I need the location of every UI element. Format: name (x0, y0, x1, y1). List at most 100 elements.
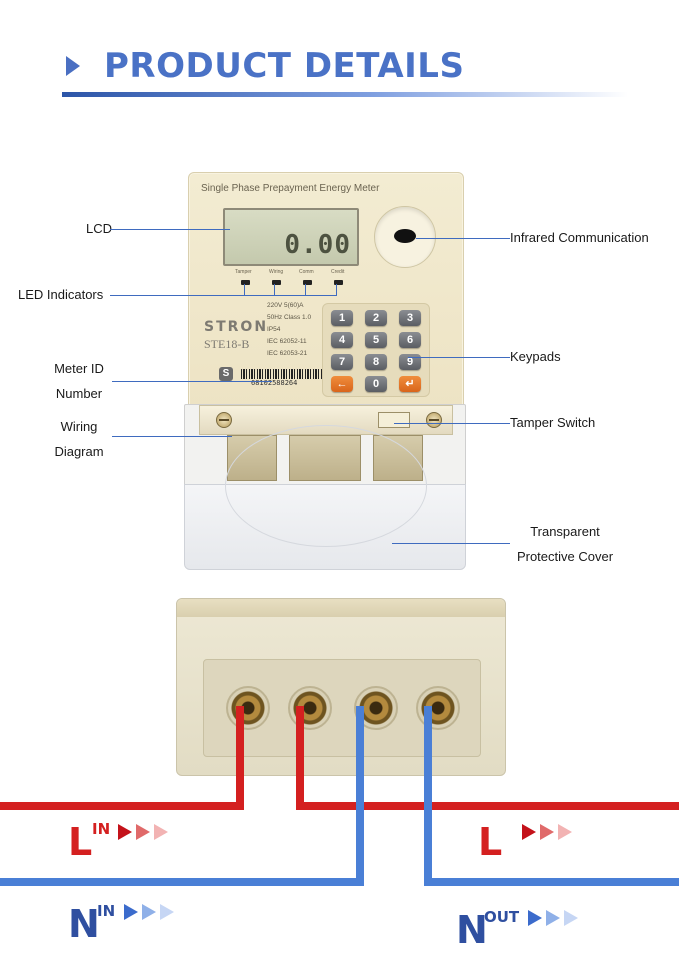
terminal-l-in (226, 686, 270, 730)
arrow-icon (118, 824, 132, 840)
callout-led-indicators: LED Indicators (18, 287, 104, 302)
led-label: Tamper (235, 269, 252, 275)
title-underline (62, 92, 628, 97)
infrared-sensor-icon (394, 229, 416, 243)
cover-arc (225, 425, 427, 547)
model-number: STE18-B (204, 337, 250, 351)
callout-cover-line2: Protective Cover (516, 549, 614, 564)
leader-line (408, 357, 510, 358)
manufacturer-logo: S (219, 367, 233, 381)
spec-block: 220V 5(60)A 50Hz Class 1.0 IP54 IEC 6205… (267, 300, 311, 360)
key-1[interactable]: 1 (331, 310, 353, 326)
arrow-icon (546, 910, 560, 926)
label-l-out: L (478, 820, 503, 864)
title-arrow-icon (66, 56, 80, 76)
key-enter[interactable]: ↵ (399, 376, 421, 392)
lcd-reading: 0.00 (284, 230, 351, 260)
callout-tamper-switch: Tamper Switch (510, 415, 596, 430)
wire-l-in-horizontal (0, 802, 244, 810)
led-label: Comm (299, 269, 314, 275)
key-9[interactable]: 9 (399, 354, 421, 370)
wire-l-out-vertical (296, 706, 304, 810)
led-label: Credit (331, 269, 345, 275)
led-label: Wiring (269, 269, 284, 275)
arrow-icon (142, 904, 156, 920)
arrow-icon (160, 904, 174, 920)
key-2[interactable]: 2 (365, 310, 387, 326)
wire-n-out-horizontal (424, 878, 679, 886)
callout-keypads: Keypads (510, 349, 561, 364)
leader-line (394, 423, 510, 424)
leader-line (110, 295, 336, 296)
callout-cover-line1: Transparent (530, 524, 600, 539)
key-8[interactable]: 8 (365, 354, 387, 370)
keypad: 1 2 3 4 5 6 7 8 9 ← 0 ↵ (322, 303, 430, 397)
lcd-display: 0.00 (223, 208, 359, 266)
terminal-panel (203, 659, 481, 757)
meter-front: Single Phase Prepayment Energy Meter 0.0… (188, 172, 464, 410)
callout-wiring-line1: Wiring (60, 419, 98, 434)
label-l-in: L (68, 820, 93, 864)
brand-logo: STRON (204, 319, 269, 335)
key-3[interactable]: 3 (399, 310, 421, 326)
wire-n-out-vertical (424, 706, 432, 886)
spec-line: IP54 (267, 326, 281, 333)
transparent-cover (184, 425, 466, 570)
meter-bottom-top (177, 599, 505, 617)
key-7[interactable]: 7 (331, 354, 353, 370)
leader-line (110, 229, 230, 230)
key-backspace[interactable]: ← (331, 376, 353, 392)
arrow-icon (154, 824, 168, 840)
key-4[interactable]: 4 (331, 332, 353, 348)
terminal-n-out (416, 686, 460, 730)
leader-line (392, 543, 510, 544)
spec-line: IEC 62053-21 (267, 350, 308, 357)
leader-line (416, 238, 510, 239)
tamper-switch (378, 412, 410, 428)
infrared-port (374, 206, 436, 268)
wire-n-in-vertical (356, 706, 364, 886)
callout-infrared: Infrared Communication (510, 230, 649, 245)
key-5[interactable]: 5 (365, 332, 387, 348)
barcode (241, 369, 325, 379)
label-n-out-sup: OUT (484, 908, 520, 926)
wire-n-in-horizontal (0, 878, 364, 886)
spec-line: IEC 62052-11 (267, 338, 307, 345)
leader-line (244, 284, 245, 296)
terminal-cover-bar (199, 405, 453, 435)
label-n-in: N (68, 902, 100, 946)
key-0[interactable]: 0 (365, 376, 387, 392)
label-l-in-sup: IN (92, 820, 111, 838)
callout-lcd: LCD (86, 221, 113, 236)
wire-l-in-vertical (236, 706, 244, 810)
led-light (241, 280, 250, 285)
callout-meter-id-line2: Number (55, 386, 103, 401)
leader-line (336, 284, 337, 296)
callout-meter-id-line1: Meter ID (54, 361, 104, 376)
callout-meter-id: Meter ID Number (46, 356, 112, 406)
key-6[interactable]: 6 (399, 332, 421, 348)
screw-icon (426, 412, 442, 428)
page-title: PRODUCT DETAILS (104, 46, 465, 86)
leader-line (274, 284, 275, 296)
callout-cover: Transparent Protective Cover (505, 519, 625, 569)
spec-line: 50Hz Class 1.0 (267, 314, 312, 321)
screw-icon (216, 412, 232, 428)
leader-line (305, 284, 306, 296)
arrow-icon (136, 824, 150, 840)
arrow-icon (124, 904, 138, 920)
callout-wiring-diagram: Wiring Diagram (46, 414, 112, 464)
spec-line: 220V 5(60)A (267, 302, 304, 309)
led-light (334, 280, 343, 285)
meter-bottom-view (176, 598, 506, 776)
arrow-icon (540, 824, 554, 840)
led-light (272, 280, 281, 285)
arrow-icon (528, 910, 542, 926)
label-n-out: N (456, 908, 488, 952)
meter-title: Single Phase Prepayment Energy Meter (201, 183, 380, 194)
arrow-icon (558, 824, 572, 840)
arrow-icon (564, 910, 578, 926)
leader-line (112, 436, 232, 437)
wire-l-out-horizontal (296, 802, 679, 810)
label-n-in-sup: IN (97, 902, 116, 920)
